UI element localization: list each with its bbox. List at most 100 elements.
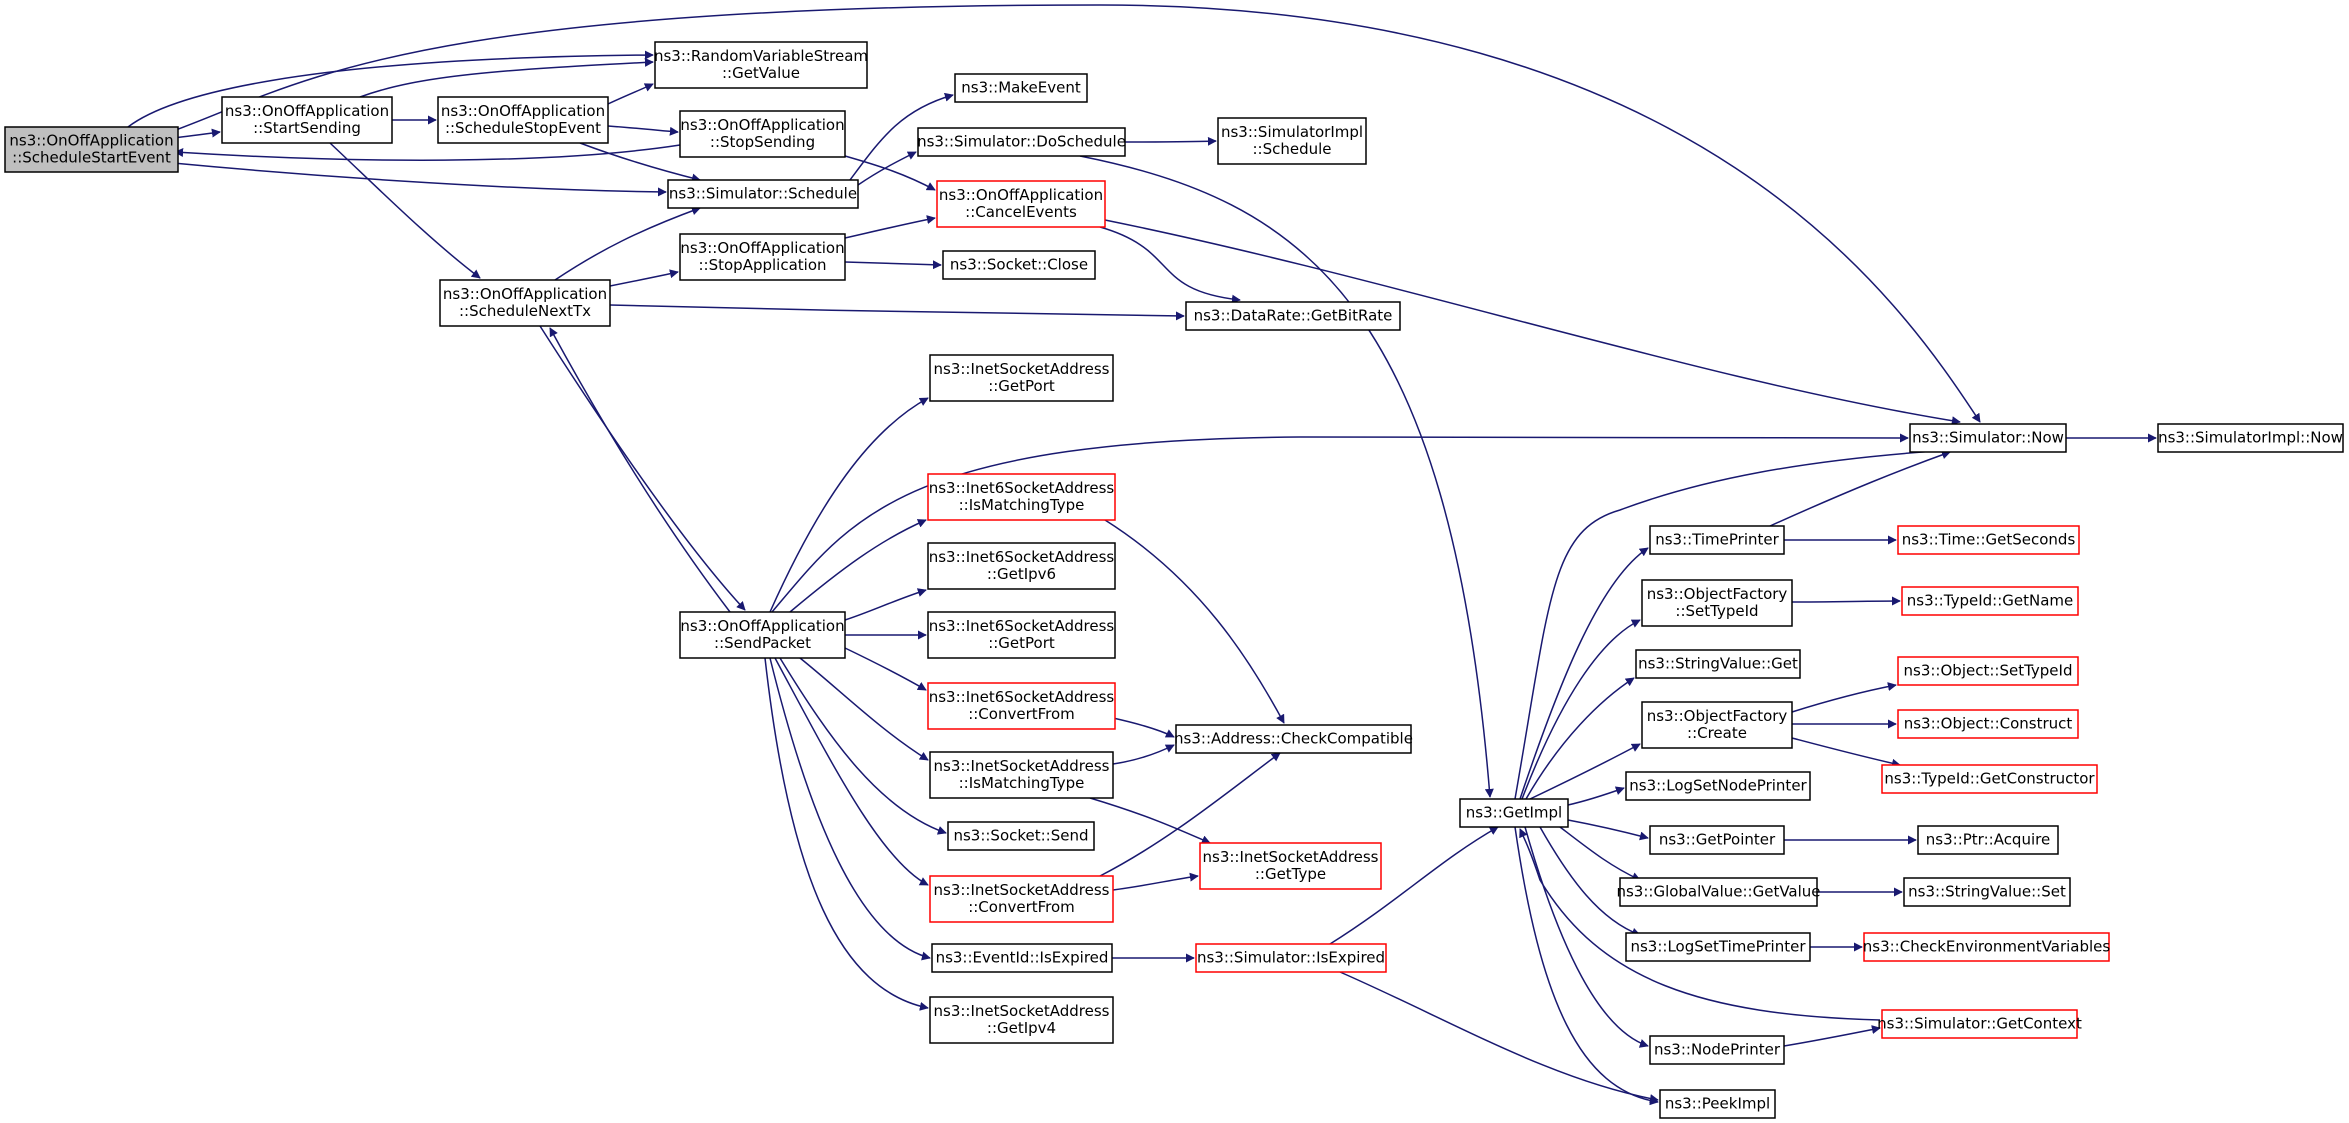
node-ofCreate[interactable]: ns3::ObjectFactory::Create (1641, 701, 1793, 749)
node-socketClose[interactable]: ns3::Socket::Close (942, 250, 1096, 280)
node-implSchedule[interactable]: ns3::SimulatorImpl::Schedule (1217, 117, 1367, 165)
node-label: ns3::ObjectFactory (1647, 707, 1788, 725)
node-getImpl[interactable]: ns3::GetImpl (1459, 798, 1569, 828)
node-startSending[interactable]: ns3::OnOffApplication::StartSending (221, 96, 393, 144)
node-simSchedule[interactable]: ns3::Simulator::Schedule (667, 179, 859, 209)
node-inet6IsMatching[interactable]: ns3::Inet6SocketAddress::IsMatchingType (927, 473, 1116, 521)
node-label: ns3::OnOffApplication (225, 102, 389, 120)
node-label: ns3::GlobalValue::GetValue (1616, 883, 1820, 901)
nodes-layer: ns3::OnOffApplication::ScheduleStartEven… (4, 41, 2344, 1119)
node-box (927, 682, 1116, 730)
node-peekImpl[interactable]: ns3::PeekImpl (1659, 1089, 1776, 1119)
edge-sendPacket-to-inet6IsMatching (789, 519, 927, 613)
node-label: ::ConvertFrom (968, 705, 1075, 723)
node-inetGetPort[interactable]: ns3::InetSocketAddress::GetPort (929, 354, 1114, 402)
node-box (437, 96, 609, 144)
node-getBitRate[interactable]: ns3::DataRate::GetBitRate (1185, 301, 1401, 331)
node-box (936, 180, 1106, 228)
node-inet6GetIpv6[interactable]: ns3::Inet6SocketAddress::GetIpv6 (927, 542, 1116, 590)
node-box (917, 127, 1126, 157)
node-label: ::CancelEvents (965, 203, 1077, 221)
edge-scheduleNextTx-to-simSchedule (554, 206, 701, 281)
node-simNow[interactable]: ns3::Simulator::Now (1909, 423, 2067, 453)
node-box (927, 611, 1116, 659)
node-inet6ConvertFrom[interactable]: ns3::Inet6SocketAddress::ConvertFrom (927, 682, 1116, 730)
edge-simSchedule-to-doSchedule (857, 151, 917, 186)
node-nodePrinter[interactable]: ns3::NodePrinter (1649, 1035, 1785, 1065)
node-implNow[interactable]: ns3::SimulatorImpl::Now (2157, 423, 2344, 453)
node-inetGetIpv4[interactable]: ns3::InetSocketAddress::GetIpv4 (929, 996, 1114, 1044)
node-ptrAcquire[interactable]: ns3::Ptr::Acquire (1917, 825, 2059, 855)
edge-stopSending-to-root (174, 144, 681, 161)
node-inetIsMatching[interactable]: ns3::InetSocketAddress::IsMatchingType (929, 751, 1114, 799)
node-label: ns3::CheckEnvironmentVariables (1863, 938, 2111, 956)
node-eventIsExpired[interactable]: ns3::EventId::IsExpired (931, 943, 1113, 973)
node-box (439, 279, 611, 327)
node-inetGetType[interactable]: ns3::InetSocketAddress::GetType (1199, 842, 1382, 890)
node-inet6GetPort[interactable]: ns3::Inet6SocketAddress::GetPort (927, 611, 1116, 659)
node-label: ns3::LogSetTimePrinter (1630, 938, 1806, 956)
node-ofSetTypeId[interactable]: ns3::ObjectFactory::SetTypeId (1641, 579, 1793, 627)
node-label: ns3::Simulator::Now (1912, 429, 2064, 447)
node-label: ns3::Simulator::GetContext (1877, 1015, 2082, 1033)
node-typeIdGetConstructor[interactable]: ns3::TypeId::GetConstructor (1881, 764, 2098, 794)
node-objConstruct[interactable]: ns3::Object::Construct (1897, 709, 2079, 739)
node-logSetNodePrinter[interactable]: ns3::LogSetNodePrinter (1625, 771, 1811, 801)
node-simGetContext[interactable]: ns3::Simulator::GetContext (1877, 1009, 2082, 1039)
node-box (1195, 943, 1387, 973)
node-box (929, 751, 1114, 799)
node-getPointer[interactable]: ns3::GetPointer (1649, 825, 1785, 855)
node-box (679, 110, 846, 158)
node-stringValueGet[interactable]: ns3::StringValue::Get (1635, 649, 1801, 679)
node-stringValueSet[interactable]: ns3::StringValue::Set (1903, 877, 2071, 907)
node-label: ns3::OnOffApplication (441, 102, 605, 120)
node-rvsGetValue[interactable]: ns3::RandomVariableStream::GetValue (654, 41, 868, 89)
node-scheduleNextTx[interactable]: ns3::OnOffApplication::ScheduleNextTx (439, 279, 611, 327)
node-gvGetValue[interactable]: ns3::GlobalValue::GetValue (1616, 877, 1821, 907)
node-label: ns3::InetSocketAddress (934, 360, 1110, 378)
node-label: ns3::LogSetNodePrinter (1629, 777, 1807, 795)
node-timePrinter[interactable]: ns3::TimePrinter (1649, 525, 1785, 555)
node-cancelEvents[interactable]: ns3::OnOffApplication::CancelEvents (936, 180, 1106, 228)
node-getSeconds[interactable]: ns3::Time::GetSeconds (1897, 525, 2080, 555)
node-label: ::IsMatchingType (959, 496, 1085, 514)
edge-getImpl-to-stringValueGet (1525, 677, 1635, 800)
node-checkCompatible[interactable]: ns3::Address::CheckCompatible (1174, 724, 1413, 754)
node-box (1625, 932, 1811, 962)
node-typeIdGetName[interactable]: ns3::TypeId::GetName (1901, 586, 2079, 616)
node-doSchedule[interactable]: ns3::Simulator::DoSchedule (917, 127, 1126, 157)
edge-scheduleStopEvent-to-rvsGetValue (607, 83, 654, 105)
node-label: ns3::DataRate::GetBitRate (1194, 307, 1393, 325)
edge-sendPacket-to-inetIsMatching (799, 657, 929, 761)
edge-simIsExpired-to-getImpl (1329, 826, 1499, 945)
node-box (654, 41, 868, 89)
node-logSetTimePrinter[interactable]: ns3::LogSetTimePrinter (1625, 932, 1811, 962)
node-socketSend[interactable]: ns3::Socket::Send (947, 821, 1095, 851)
node-label: ns3::InetSocketAddress (1203, 848, 1379, 866)
node-label: ns3::Address::CheckCompatible (1174, 730, 1413, 748)
edge-scheduleNextTx-to-stopApplication (609, 269, 679, 287)
node-box (1625, 771, 1811, 801)
node-box (1909, 423, 2067, 453)
edge-root-to-rvsGetValue (127, 50, 654, 128)
node-stopApplication[interactable]: ns3::OnOffApplication::StopApplication (679, 233, 846, 281)
node-sendPacket[interactable]: ns3::OnOffApplication::SendPacket (679, 611, 846, 659)
node-inetConvertFrom[interactable]: ns3::InetSocketAddress::ConvertFrom (929, 875, 1114, 923)
node-label: ::SetTypeId (1675, 602, 1758, 620)
edge-simIsExpired-to-peekImpl (1339, 971, 1659, 1103)
node-box (1897, 709, 2079, 739)
node-objSetTypeId[interactable]: ns3::Object::SetTypeId (1897, 656, 2079, 686)
node-root[interactable]: ns3::OnOffApplication::ScheduleStartEven… (4, 126, 179, 173)
node-stopSending[interactable]: ns3::OnOffApplication::StopSending (679, 110, 846, 158)
node-box (221, 96, 393, 144)
edge-scheduleStopEvent-to-stopSending (607, 125, 679, 136)
node-box (1175, 724, 1412, 754)
edge-simSchedule-to-makeEvent (849, 92, 954, 181)
node-scheduleStopEvent[interactable]: ns3::OnOffApplication::ScheduleStopEvent (437, 96, 609, 144)
node-makeEvent[interactable]: ns3::MakeEvent (954, 73, 1088, 103)
node-simIsExpired[interactable]: ns3::Simulator::IsExpired (1195, 943, 1387, 973)
node-checkEnvVars[interactable]: ns3::CheckEnvironmentVariables (1863, 932, 2111, 962)
node-label: ns3::Socket::Close (950, 256, 1088, 274)
edge-getImpl-to-simNow (1514, 446, 1951, 800)
edge-getImpl-to-peekImpl (1514, 826, 1659, 1106)
